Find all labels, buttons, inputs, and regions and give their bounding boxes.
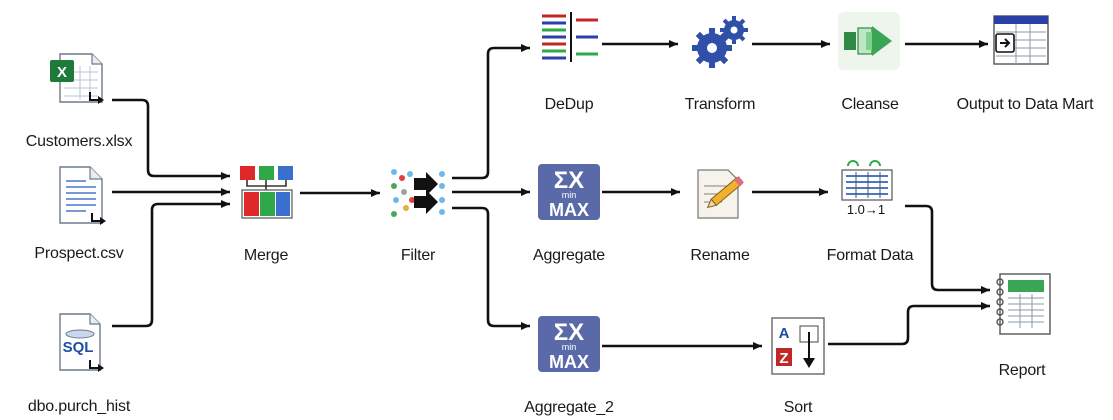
edge-customers-merge [112,98,230,180]
format-glyph: 1.0→1 [847,202,885,217]
text-file-icon[interactable] [59,166,106,225]
label-report: Report [998,362,1046,379]
max-glyph: MAX [549,352,589,372]
label-prospect: Prospect.csv [34,245,124,262]
edge-filter-dedup [452,44,530,180]
gears-icon[interactable] [692,16,748,68]
label-sort: Sort [783,399,813,416]
z-glyph: Z [779,350,788,367]
edge-filter-aggregate2 [452,206,530,330]
label-rename: Rename [690,247,750,264]
excel-x-glyph: X [57,64,67,81]
label-merge: Merge [243,247,289,264]
sql-file-icon[interactable]: SQL [59,313,104,372]
min-glyph: min [562,190,577,200]
edge-sort-report [828,302,990,346]
report-icon[interactable] [996,273,1051,335]
label-transform: Transform [684,96,756,113]
data-mart-output-icon[interactable] [993,15,1049,65]
label-aggregate: Aggregate [532,247,606,264]
merge-icon[interactable] [240,166,293,219]
label-output: Output to Data Mart [956,96,1094,113]
excel-file-icon[interactable]: X [50,53,104,104]
label-purch-hist: dbo.purch_hist [27,398,131,415]
edge-purch-hist-merge [112,200,230,328]
sigma-glyph: ΣX [554,319,584,346]
label-dedup: DeDup [544,96,594,113]
aggregate-2-icon[interactable]: ΣX min MAX [538,316,600,372]
cleanse-icon[interactable] [838,12,900,70]
label-customers: Customers.xlsx [25,133,133,150]
edge-format-report [905,204,990,294]
min-glyph: min [562,342,577,352]
rename-pencil-icon[interactable] [697,169,744,219]
aggregate-icon[interactable]: ΣX min MAX [538,164,600,220]
format-data-icon[interactable]: 1.0→1 [841,160,893,217]
sql-glyph: SQL [63,339,94,356]
filter-icon[interactable] [388,164,448,222]
label-filter: Filter [400,247,436,264]
label-aggregate-2: Aggregate_2 [524,399,614,416]
sigma-glyph: ΣX [554,167,584,194]
a-glyph: A [779,325,790,342]
connectors [112,40,990,350]
label-cleanse: Cleanse [841,96,899,113]
sort-az-icon[interactable]: A Z [771,317,825,375]
label-format-data: Format Data [826,247,914,264]
max-glyph: MAX [549,200,589,220]
dedup-icon[interactable] [542,12,598,62]
